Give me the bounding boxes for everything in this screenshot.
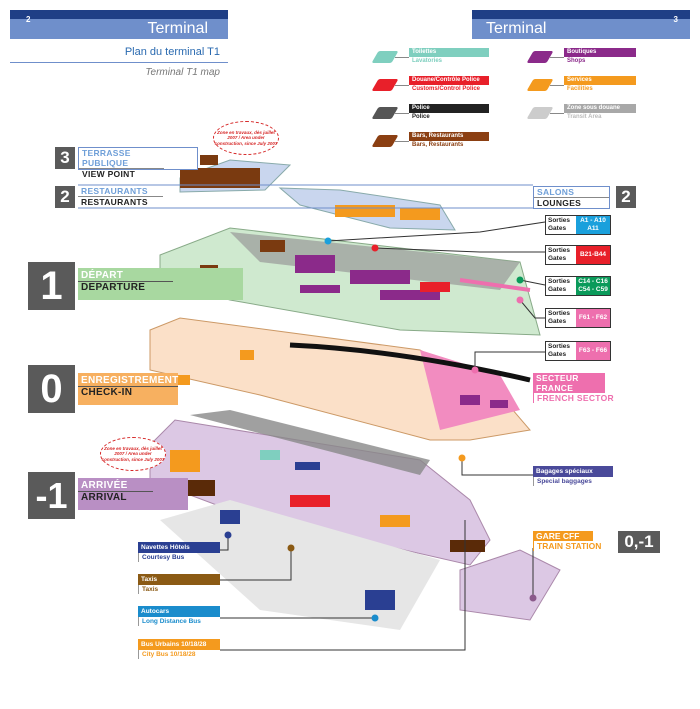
- restaurant-block: [260, 240, 285, 252]
- header-left: Terminal 2: [10, 10, 228, 39]
- customs-block: [420, 282, 450, 292]
- lounges-label: SALONS LOUNGES: [533, 186, 610, 209]
- level-3-number: 3: [55, 147, 75, 169]
- shop-block: [350, 270, 410, 284]
- marker-dot: [516, 296, 524, 304]
- facility-block: [170, 375, 190, 385]
- marker-dot: [324, 237, 332, 245]
- shop-block: [300, 285, 340, 293]
- restaurant-block: [180, 168, 260, 188]
- train-station-label: GARE CFF TRAIN STATION: [533, 531, 601, 551]
- level-0-label: ENREGISTREMENT CHECK-IN: [78, 373, 178, 405]
- page-number: 2: [26, 15, 31, 24]
- marker-dot: [287, 544, 295, 552]
- shop-block: [380, 290, 440, 300]
- lavatory-block: [260, 450, 280, 460]
- special-baggage-label: Bagages spéciaux Special baggages: [533, 466, 613, 486]
- marker-dot: [371, 244, 379, 252]
- marker-dot: [529, 594, 537, 602]
- header-right: Terminal 3: [472, 10, 690, 39]
- french-sector-label: SECTEUR FRANCE FRENCH SECTOR: [533, 373, 614, 403]
- roof-edge: [289, 342, 531, 383]
- level-2-number: 2: [55, 186, 75, 208]
- marker-dot: [471, 366, 479, 374]
- level-minus1-label: ARRIVÉE ARRIVAL: [78, 478, 188, 510]
- facility-block: [335, 205, 395, 217]
- divider: [10, 62, 228, 63]
- facility-block: [380, 515, 410, 527]
- shop-block: [490, 400, 508, 408]
- connector-lines: [220, 221, 546, 651]
- shop-block: [295, 255, 335, 273]
- level-2-number: 2: [616, 186, 636, 208]
- map-title: Plan du terminal T1: [124, 46, 220, 58]
- level-minus1-number: -1: [28, 472, 75, 519]
- baggage-block: [295, 462, 320, 470]
- level-1-label: DÉPART DEPARTURE: [78, 268, 243, 300]
- level-2-label: RESTAURANTS RESTAURANTS: [78, 186, 163, 207]
- gate-pier: [459, 278, 531, 292]
- map-subtitle: Terminal T1 map: [145, 67, 220, 78]
- marker-dot: [371, 614, 379, 622]
- transit-area: [230, 232, 520, 290]
- french-sector-area: [420, 350, 520, 430]
- level-1-number: 1: [28, 262, 75, 310]
- level-3-label: TERRASSE PUBLIQUE VIEW POINT: [78, 147, 198, 179]
- facility-block: [400, 208, 440, 220]
- restaurant-block: [450, 540, 485, 552]
- courtesy-bus-icon: [220, 510, 240, 524]
- station-level-number: 0,-1: [618, 531, 660, 553]
- long-distance-bus-icon: [365, 590, 395, 610]
- customs-block: [290, 495, 330, 507]
- restaurant-block: [200, 155, 218, 165]
- marker-dot: [224, 531, 232, 539]
- facility-block: [170, 450, 200, 472]
- transit-area: [190, 410, 430, 475]
- marker-dot: [516, 276, 524, 284]
- facility-block: [240, 350, 254, 360]
- train-station-floor: [459, 549, 561, 621]
- shop-block: [460, 395, 480, 405]
- header-title: Terminal: [472, 19, 690, 39]
- header-title: Terminal: [10, 19, 228, 39]
- level-0-number: 0: [28, 365, 75, 413]
- construction-note: Zone en travaux, dès juillet 2007 / Area…: [213, 121, 279, 155]
- page-number: 3: [673, 15, 678, 24]
- construction-note: Zone en travaux, dès juillet 2007 / Area…: [100, 437, 166, 471]
- marker-dot: [458, 454, 466, 462]
